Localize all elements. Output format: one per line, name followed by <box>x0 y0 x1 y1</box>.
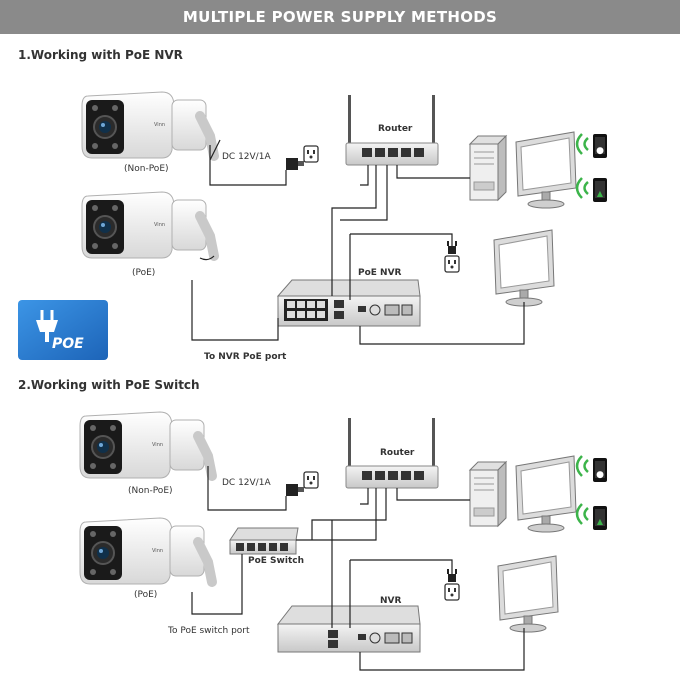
wall-outlet-icon <box>303 145 319 163</box>
apple-glyph: ● <box>596 146 604 156</box>
wifi-signal-icon-3 <box>575 454 590 478</box>
nvr-outlet-icon <box>444 255 460 273</box>
wall-outlet-icon-2 <box>303 471 319 489</box>
poe-badge-text: POE <box>52 336 84 352</box>
section2-title: 2.Working with PoE Switch <box>18 378 200 392</box>
dc-label-1: DC 12V/1A <box>222 152 271 162</box>
camera-nonpoe-label-2: (Non-PoE) <box>128 486 173 496</box>
android-glyph-2: ▲ <box>597 517 604 526</box>
camera-nonpoe-label-1: (Non-PoE) <box>124 164 169 174</box>
nvr-label-1: PoE NVR <box>358 268 402 278</box>
monitor-icon-2 <box>515 455 577 533</box>
nvr-outlet-icon-2 <box>444 583 460 601</box>
wifi-signal-icon-2 <box>575 176 590 200</box>
nvr-monitor-icon-2 <box>497 555 559 633</box>
pc-tower-icon <box>469 135 507 201</box>
router-label-1: Router <box>378 124 413 134</box>
power-adapter-icon-2 <box>286 484 304 496</box>
camera-nonpoe-2 <box>80 412 212 478</box>
nvr-monitor-icon <box>493 229 555 307</box>
poe-nvr-icon <box>276 279 421 327</box>
camera-poe-label-1: (PoE) <box>132 268 156 278</box>
connection-lines-2 <box>191 466 525 671</box>
port-label-2: To PoE switch port <box>168 626 250 636</box>
section1-title: 1.Working with PoE NVR <box>18 48 183 62</box>
port-label-1: To NVR PoE port <box>204 352 287 362</box>
switch-label: PoE Switch <box>248 556 304 566</box>
camera-poe-1 <box>82 192 214 258</box>
camera-poe-2 <box>80 518 212 584</box>
power-adapter-icon <box>286 158 304 170</box>
connection-lines-1 <box>191 139 525 345</box>
nvr-label-2: NVR <box>380 596 402 606</box>
camera-poe-label-2: (PoE) <box>134 590 158 600</box>
poe-plug-icon <box>18 300 108 360</box>
nvr-icon <box>276 605 421 653</box>
apple-glyph-2: ● <box>596 470 604 480</box>
dc-label-2: DC 12V/1A <box>222 478 271 488</box>
wifi-signal-icon-4 <box>575 502 590 526</box>
android-glyph: ▲ <box>597 189 604 198</box>
wifi-signal-icon <box>575 132 590 156</box>
router-label-2: Router <box>380 448 415 458</box>
camera-nonpoe-1: bullet-camera-icon <box>82 92 214 158</box>
pc-tower-icon-2 <box>469 461 507 527</box>
poe-switch-icon <box>229 527 299 555</box>
monitor-icon <box>515 131 577 209</box>
banner-title: MULTIPLE POWER SUPPLY METHODS <box>0 0 680 34</box>
